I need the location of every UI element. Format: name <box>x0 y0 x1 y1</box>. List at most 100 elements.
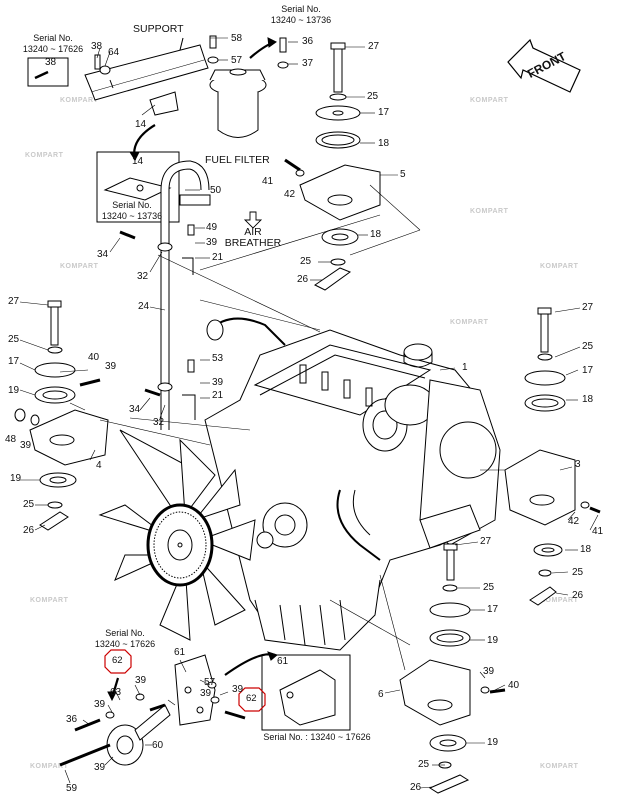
part-number: 27 <box>368 41 380 52</box>
part-number: 34 <box>97 249 109 260</box>
part-number: 17 <box>487 604 499 615</box>
part-number: 61 <box>277 656 289 667</box>
watermark: KOMPART <box>25 152 64 159</box>
part-number: 32 <box>137 271 149 282</box>
part-number: 17 <box>582 365 594 376</box>
part-number: 49 <box>206 222 218 233</box>
fuel-filter-label: FUEL FILTER <box>205 154 270 166</box>
part-number: 40 <box>508 680 520 691</box>
part-number: 25 <box>23 499 35 510</box>
part-number: 6 <box>378 689 384 700</box>
part-number: 17 <box>378 107 390 118</box>
part-number: 63 <box>110 687 122 698</box>
part-number: 25 <box>300 256 312 267</box>
part-number: 41 <box>592 526 604 537</box>
part-number: 39 <box>232 684 244 695</box>
part-number: 27 <box>480 536 492 547</box>
part-number: 64 <box>108 47 120 58</box>
part-number: 39 <box>206 237 218 248</box>
part-number: 18 <box>370 229 382 240</box>
support-bracket <box>84 37 209 116</box>
serial-note-top-right: Serial No. 13240 ~ 13736 <box>270 4 332 25</box>
part-number: 25 <box>582 341 594 352</box>
part-number: 18 <box>580 544 592 555</box>
mount-stack-rear-right <box>504 307 576 526</box>
part-number: 53 <box>212 353 224 364</box>
part-number: 25 <box>8 334 20 345</box>
fuel-filter <box>209 68 267 138</box>
part-number: 34 <box>129 404 141 415</box>
part-number: 19 <box>487 737 499 748</box>
part-number: 18 <box>378 138 390 149</box>
part-number: 39 <box>94 699 106 710</box>
part-number: 42 <box>284 189 296 200</box>
part-number: 38 <box>91 41 103 52</box>
mount-stack-front-left <box>29 300 109 531</box>
air-breather-label: AIR BREATHER <box>224 226 282 249</box>
part-number: 14 <box>135 119 147 130</box>
bracket-14-detail <box>96 151 180 223</box>
part-number: 27 <box>8 296 20 307</box>
part-number: 60 <box>152 740 164 751</box>
cooling-fan <box>98 429 256 641</box>
part-number: 19 <box>10 473 22 484</box>
part-number: 32 <box>153 417 165 428</box>
part-number: 40 <box>88 352 100 363</box>
mount-stack-rear-bottom <box>399 543 563 794</box>
part-number: 57 <box>204 677 216 688</box>
part-number: 37 <box>302 58 314 69</box>
watermark: KOMPART <box>540 763 579 770</box>
serial-note-top-left: Serial No. 13240 ~ 17626 <box>22 33 84 54</box>
part-number: 25 <box>418 759 430 770</box>
part-number: 3 <box>575 459 581 470</box>
part-number: 21 <box>212 390 224 401</box>
part-number: 39 <box>200 688 212 699</box>
part-number: 39 <box>135 675 147 686</box>
part-number: 61 <box>174 647 186 658</box>
watermark: KOMPART <box>60 263 99 270</box>
part-number: 27 <box>582 302 594 313</box>
part-number: 21 <box>212 252 224 263</box>
part-number-highlighted: 62 <box>112 655 123 666</box>
part-number: 18 <box>582 394 594 405</box>
part-number-highlighted: 62 <box>246 693 257 704</box>
part-number: 39 <box>94 762 106 773</box>
part-number: 48 <box>5 434 17 445</box>
part-number: 41 <box>262 176 274 187</box>
breather-pipe <box>160 160 211 430</box>
part-number: 25 <box>483 582 495 593</box>
part-number: 14 <box>132 156 144 167</box>
watermark: KOMPART <box>60 97 99 104</box>
part-number: 57 <box>231 55 243 66</box>
part-number: 58 <box>231 33 243 44</box>
part-number: 24 <box>138 301 150 312</box>
serial-note-bottom-right: Serial No. : 13240 ~ 17626 <box>263 732 371 742</box>
part-number: 26 <box>23 525 35 536</box>
part-number: 17 <box>8 356 20 367</box>
part-number: 1 <box>462 362 468 373</box>
part-number: 39 <box>20 440 32 451</box>
part-number: 39 <box>483 666 495 677</box>
watermark: KOMPART <box>540 597 579 604</box>
engine-block <box>204 317 501 651</box>
support-label: SUPPORT <box>133 23 184 35</box>
part-number: 42 <box>568 516 580 527</box>
part-number: 50 <box>210 185 222 196</box>
tensioner-assembly <box>59 654 246 767</box>
part-number: 39 <box>212 377 224 388</box>
serial-note-bracket-14: Serial No. 13240 ~ 13736 <box>101 200 163 221</box>
front-direction-arrow <box>507 38 581 93</box>
watermark: KOMPART <box>470 208 509 215</box>
watermark: KOMPART <box>30 597 69 604</box>
part-number: 5 <box>400 169 406 180</box>
part-number: 39 <box>105 361 117 372</box>
watermark: KOMPART <box>540 263 579 270</box>
part-number: 26 <box>410 782 422 793</box>
part-number: 4 <box>96 460 102 471</box>
mount-stack-front-right <box>299 42 381 291</box>
part-number: 19 <box>8 385 20 396</box>
part-number: 19 <box>487 635 499 646</box>
part-number: 59 <box>66 783 78 794</box>
